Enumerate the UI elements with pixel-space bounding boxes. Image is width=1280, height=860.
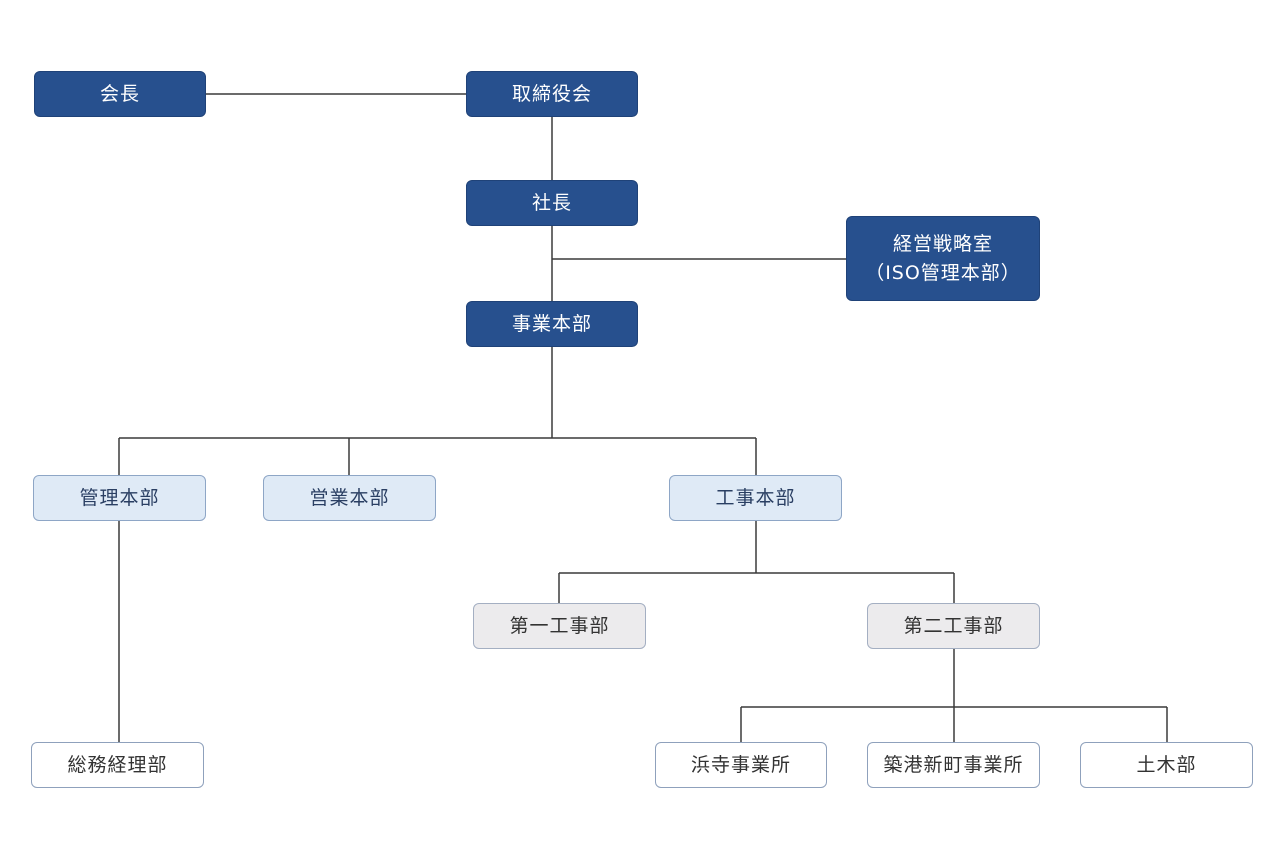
chairman-box: 会長 xyxy=(34,71,206,117)
construction-dept-2-box: 第二工事部 xyxy=(867,603,1040,649)
construction-hq-box: 工事本部 xyxy=(669,475,842,521)
general-affairs-label: 総務経理部 xyxy=(67,753,168,776)
business-hq-label: 事業本部 xyxy=(511,312,592,335)
construction-dept-1-label: 第一工事部 xyxy=(509,614,610,637)
strategy-office-label: 経営戦略室 xyxy=(892,233,993,255)
chikko-office-label: 築港新町事業所 xyxy=(883,753,1024,776)
civil-dept-box: 土木部 xyxy=(1080,742,1253,788)
sales-hq-label: 営業本部 xyxy=(309,486,390,509)
construction-dept-1-box: 第一工事部 xyxy=(473,603,646,649)
civil-dept-label: 土木部 xyxy=(1136,753,1197,776)
president-box: 社長 xyxy=(466,180,638,226)
hamadera-office-label: 浜寺事業所 xyxy=(690,753,791,776)
board-label: 取締役会 xyxy=(511,82,592,105)
president-label: 社長 xyxy=(531,191,572,214)
hamadera-office-box: 浜寺事業所 xyxy=(655,742,827,788)
admin-hq-label: 管理本部 xyxy=(79,486,160,509)
board-box: 取締役会 xyxy=(466,71,638,117)
chairman-label: 会長 xyxy=(99,82,140,105)
admin-hq-box: 管理本部 xyxy=(33,475,206,521)
business-hq-box: 事業本部 xyxy=(466,301,638,347)
strategy-office-box: 経営戦略室 （ISO管理本部） xyxy=(846,216,1040,301)
general-affairs-box: 総務経理部 xyxy=(31,742,204,788)
iso-management-label: （ISO管理本部） xyxy=(865,261,1021,284)
chikko-office-box: 築港新町事業所 xyxy=(867,742,1040,788)
construction-hq-label: 工事本部 xyxy=(715,486,796,509)
sales-hq-box: 営業本部 xyxy=(263,475,436,521)
construction-dept-2-label: 第二工事部 xyxy=(903,614,1004,637)
